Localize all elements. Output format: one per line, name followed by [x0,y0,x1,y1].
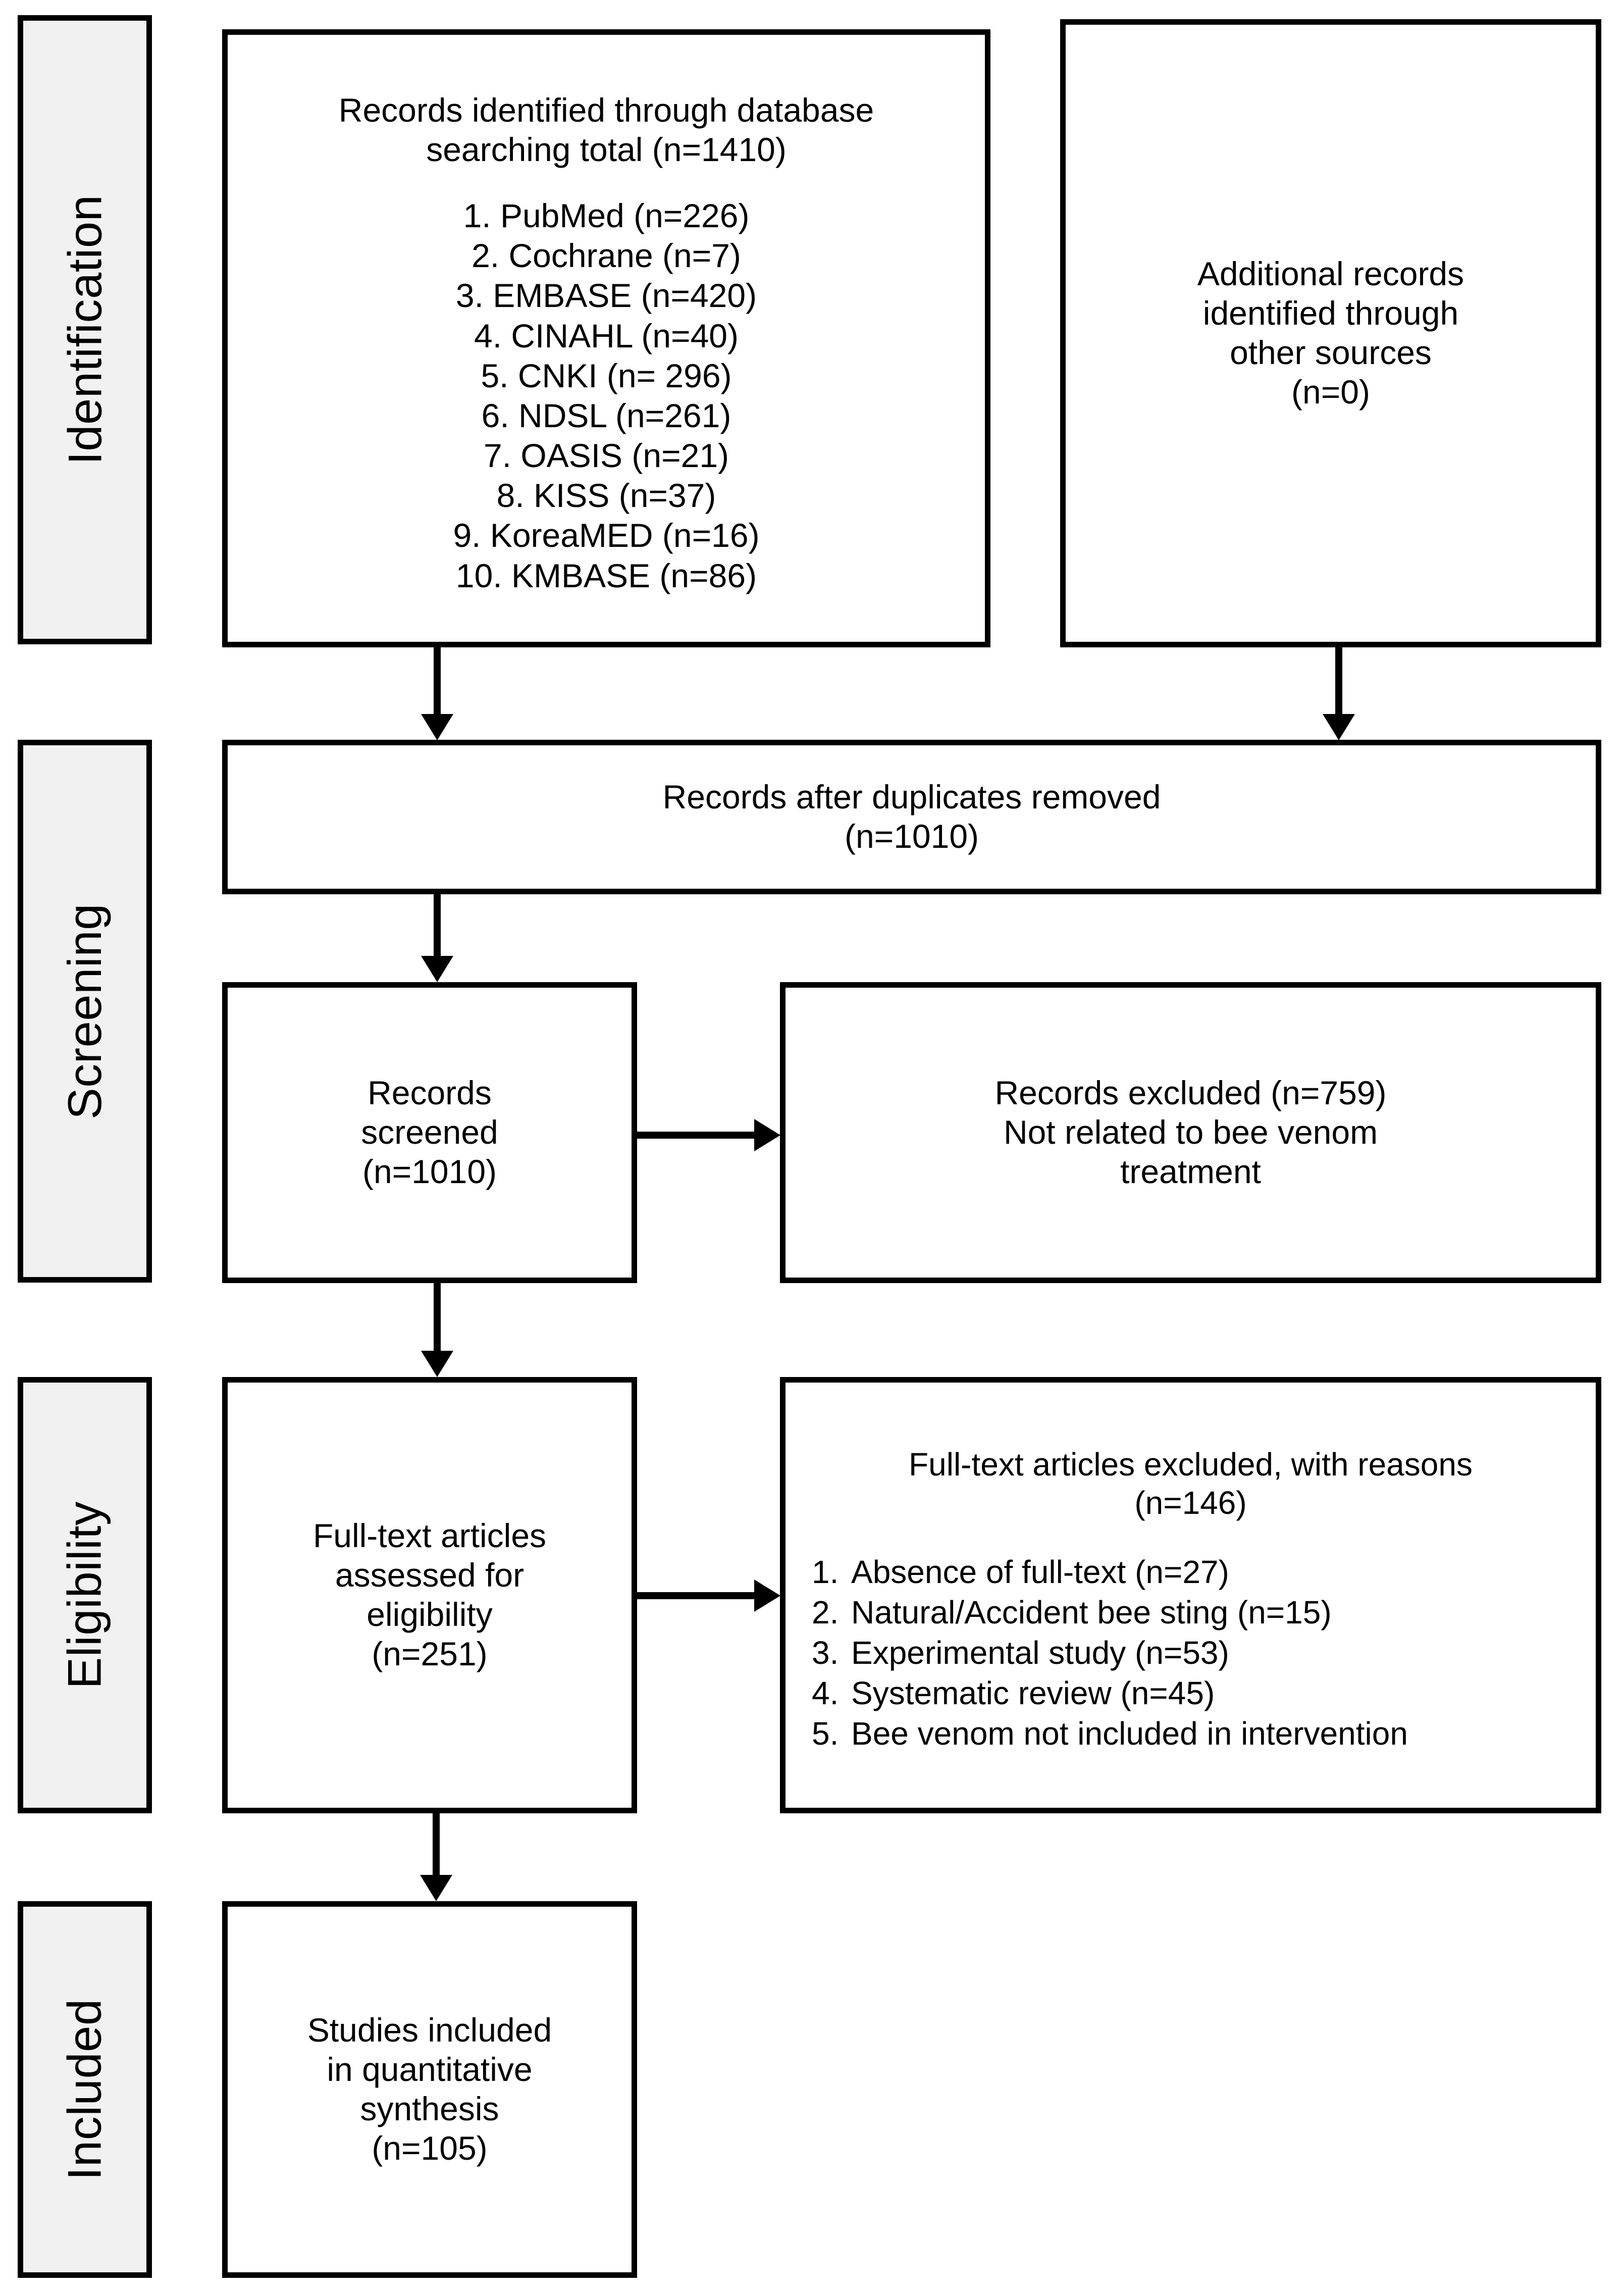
database-list-item: 6. NDSL (n=261) [481,396,731,434]
records-identified-heading-line2: searching total (n=1410) [426,131,787,169]
database-list-item: 7. OASIS (n=21) [483,437,729,475]
node-records-after-duplicates-removed: Records after duplicates removed (n=1010… [222,740,1601,894]
records-screened-content: Records screened (n=1010) [228,1074,632,1192]
node-records-identified: Records identified through database sear… [222,29,990,647]
exclusion-reason-text: Absence of full-text (n=27) [851,1553,1229,1590]
node-fulltext-excluded: Full-text articles excluded, with reason… [780,1377,1601,1813]
exclusion-reason-item: 4. Systematic review (n=45) [812,1673,1596,1713]
records-excluded-line3: treatment [1120,1152,1261,1190]
exclusion-reason-number: 2. [812,1594,839,1631]
studies-included-line3: synthesis [360,2090,499,2127]
exclusion-reason-text: Experimental study (n=53) [851,1634,1229,1671]
stage-label-screening-text: Screening [58,903,111,1119]
exclusion-reason-item: 1. Absence of full-text (n=27) [812,1552,1596,1592]
records-excluded-line2: Not related to bee venom [1003,1113,1378,1151]
exclusion-reason-number: 1. [812,1553,839,1590]
node-additional-records: Additional records identified through ot… [1060,19,1601,647]
stage-label-eligibility: Eligibility [18,1377,152,1813]
stage-label-eligibility-text: Eligibility [58,1501,111,1689]
records-excluded-content: Records excluded (n=759) Not related to … [785,1074,1596,1192]
database-list-item: 4. CINAHL (n=40) [474,317,739,354]
database-list-item: 2. Cochrane (n=7) [472,237,741,275]
arrow-shaft [434,894,441,956]
database-list-item: 10. KMBASE (n=86) [455,556,757,594]
additional-records-line3: other sources [1230,334,1432,371]
records-screened-line3: (n=1010) [362,1152,497,1190]
arrow-head-down-icon [421,956,453,982]
stage-label-included: Included [18,1901,152,2278]
arrow-shaft [1335,647,1342,714]
records-excluded-line1: Records excluded (n=759) [994,1074,1387,1112]
exclusion-reason-number: 5. [812,1715,839,1752]
arrow-head-right-icon [754,1580,780,1612]
additional-records-line1: Additional records [1197,255,1464,293]
fulltext-assessed-line3: eligibility [366,1596,493,1633]
stage-label-included-text: Included [58,1999,111,2180]
fulltext-assessed-line1: Full-text articles [312,1517,547,1555]
duplicates-line2: (n=1010) [844,818,979,855]
records-screened-line1: Records [368,1074,492,1112]
fulltext-excluded-heading-line1: Full-text articles excluded, with reason… [909,1446,1473,1483]
arrow-shaft [637,1132,754,1139]
duplicates-content: Records after duplicates removed (n=1010… [228,778,1596,856]
arrow-shaft [434,647,441,714]
arrow-shaft [637,1592,754,1599]
exclusion-reason-item: 3. Experimental study (n=53) [812,1633,1596,1673]
node-records-screened: Records screened (n=1010) [222,982,637,1283]
arrow-head-down-icon [420,1875,452,1901]
studies-included-line1: Studies included [307,2011,552,2049]
exclusion-reason-number: 4. [812,1674,839,1711]
additional-records-line2: identified through [1202,294,1459,332]
node-studies-included: Studies included in quantitative synthes… [222,1901,637,2278]
exclusion-reason-list: 1. Absence of full-text (n=27) 2. Natura… [785,1552,1596,1754]
fulltext-assessed-content: Full-text articles assessed for eligibil… [228,1516,632,1674]
node-records-excluded: Records excluded (n=759) Not related to … [780,982,1601,1283]
additional-records-content: Additional records identified through ot… [1066,254,1596,412]
studies-included-line2: in quantitative [327,2051,533,2089]
stage-label-identification: Identification [18,15,152,644]
duplicates-line1: Records after duplicates removed [662,778,1161,816]
exclusion-reason-item: 2. Natural/Accident bee sting (n=15) [812,1592,1596,1633]
fulltext-excluded-heading-line2: (n=146) [1134,1485,1247,1521]
arrow-head-down-icon [421,1351,453,1377]
fulltext-assessed-line4: (n=251) [372,1635,488,1672]
exclusion-reason-number: 3. [812,1634,839,1671]
arrow-head-down-icon [1323,714,1355,740]
records-identified-content: Records identified through database sear… [228,81,985,596]
arrow-head-down-icon [421,714,453,740]
exclusion-reason-item: 5. Bee venom not included in interventio… [812,1713,1596,1754]
database-list-item: 9. KoreaMED (n=16) [453,517,760,554]
records-identified-heading-line1: Records identified through database [338,91,874,129]
database-list-item: 8. KISS (n=37) [496,477,716,515]
database-list-item: 1. PubMed (n=226) [463,196,750,234]
fulltext-excluded-content: Full-text articles excluded, with reason… [785,1437,1596,1753]
arrow-shaft [433,1813,440,1875]
exclusion-reason-text: Bee venom not included in intervention [851,1715,1408,1752]
exclusion-reason-text: Systematic review (n=45) [851,1674,1215,1711]
exclusion-reason-text: Natural/Accident bee sting (n=15) [851,1594,1332,1631]
database-list: 1. PubMed (n=226) 2. Cochrane (n=7) 3. E… [453,196,759,596]
arrow-shaft [434,1283,441,1351]
arrow-head-right-icon [754,1119,780,1151]
additional-records-line4: (n=0) [1291,373,1370,411]
fulltext-assessed-line2: assessed for [335,1556,525,1594]
database-list-item: 5. CNKI (n= 296) [481,356,732,394]
studies-included-content: Studies included in quantitative synthes… [228,2011,632,2168]
stage-label-identification-text: Identification [58,194,112,465]
database-list-item: 3. EMBASE (n=420) [455,277,757,315]
node-fulltext-assessed: Full-text articles assessed for eligibil… [222,1377,637,1813]
studies-included-line4: (n=105) [372,2129,488,2167]
records-screened-line2: screened [361,1113,498,1151]
stage-label-screening: Screening [18,740,152,1283]
